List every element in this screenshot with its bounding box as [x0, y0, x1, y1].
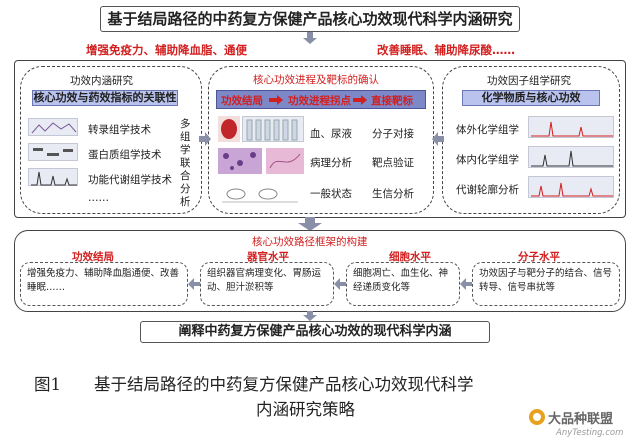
- watermark-text: 大品种联盟: [548, 412, 614, 427]
- animal-image: [218, 180, 304, 206]
- transcriptome-image: [28, 118, 78, 136]
- flow-arrow-1: [269, 95, 283, 105]
- flow-arrow-2: [353, 95, 367, 105]
- flow-step-3: 直接靶标: [371, 95, 413, 107]
- multi-omics-label: 多组学联合分析: [180, 118, 191, 208]
- center-row-1-right: 分子对接: [372, 128, 414, 140]
- left-panel-header: 核心功效与药效指标的关联性: [32, 90, 178, 106]
- left-item-4: ……: [88, 192, 109, 204]
- arrow-left-to-center: [199, 132, 211, 146]
- level-box-cell: 细胞凋亡、血生化、神经递质变化等: [346, 262, 460, 306]
- level-text-molecule: 功效因子与靶分子的结合、信号转导、信号串扰等: [479, 268, 613, 293]
- right-item-1: 体外化学组学: [456, 124, 519, 136]
- level-title-organ: 器官水平: [247, 251, 289, 263]
- top-title: 基于结局路径的中药复方保健产品核心功效现代科学内涵研究: [100, 6, 520, 32]
- center-row-3-left: 一般状态: [310, 188, 352, 200]
- urine-tubes-image: [242, 116, 304, 142]
- left-item-1: 转录组学技术: [88, 124, 151, 136]
- framework-title: 核心功效路径框架的构建: [252, 236, 368, 248]
- right-item-3: 代谢轮廓分析: [456, 184, 519, 196]
- left-panel-title: 功效内涵研究: [70, 75, 133, 87]
- center-row-2-right: 靶点验证: [372, 157, 414, 169]
- arrow-molecule-to-cell: [460, 278, 472, 290]
- level-box-organ: 组织器官病理变化、胃肠运动、胆汁淤积等: [200, 262, 334, 306]
- benefits-left: 增强免疫力、辅助降血脂、通便: [86, 43, 247, 57]
- tissue-image: [266, 148, 304, 174]
- level-box-molecule: 功效因子与靶分子的结合、信号转导、信号串扰等: [472, 262, 620, 306]
- center-row-1-left: 血、尿液: [310, 128, 352, 140]
- level-text-outcome: 增强免疫力、辅助降血脂通便、改善睡眠……: [27, 268, 180, 293]
- center-row-3-right: 生信分析: [372, 188, 414, 200]
- center-panel-title: 核心功效进程及靶标的确认: [253, 74, 379, 86]
- center-row-2-left: 病理分析: [310, 157, 352, 169]
- figure-caption-line2: 内涵研究策略: [256, 400, 355, 419]
- metabolic-profile-spectrum: [528, 176, 614, 198]
- blood-image: [218, 116, 240, 142]
- research-frame: [14, 60, 626, 218]
- arrow-right-to-center: [432, 132, 444, 146]
- metabolome-image: [28, 168, 78, 186]
- watermark-logo: [529, 409, 545, 425]
- level-text-cell: 细胞凋亡、血生化、神经递质变化等: [353, 268, 449, 293]
- in-vitro-spectrum: [528, 116, 614, 138]
- conclusion-banner: 阐释中药复方保健产品核心功效的现代科学内涵: [140, 321, 490, 343]
- level-text-organ: 组织器官病理变化、胃肠运动、胆汁淤积等: [207, 268, 322, 293]
- proteome-image: [28, 143, 78, 161]
- level-box-outcome: 增强免疫力、辅助降血脂通便、改善睡眠……: [20, 262, 188, 306]
- down-arrow-bottom: [303, 311, 317, 321]
- level-title-outcome: 功效结局: [72, 251, 114, 263]
- level-title-cell: 细胞水平: [389, 251, 431, 263]
- right-panel-header: 化学物质与核心功效: [462, 90, 600, 106]
- pathology-image: [218, 148, 262, 174]
- flow-step-2: 功效进程拐点: [288, 95, 351, 107]
- down-arrow-top: [303, 32, 317, 44]
- flow-step-1: 功效结局: [221, 95, 263, 107]
- left-item-2: 蛋白质组学技术: [88, 149, 162, 161]
- watermark-url: AnyTesting.com: [556, 428, 624, 438]
- right-item-2: 体内化学组学: [456, 154, 519, 166]
- down-arrow-middle: [298, 217, 322, 231]
- arrow-cell-to-organ: [334, 278, 346, 290]
- left-item-3: 功能代谢组学技术: [88, 174, 172, 186]
- right-panel-title: 功效因子组学研究: [487, 75, 571, 87]
- process-strip: [216, 90, 426, 109]
- level-title-molecule: 分子水平: [518, 251, 560, 263]
- figure-caption-line1: 基于结局路径的中药复方保健产品核心功效现代科学: [94, 375, 474, 394]
- framework-frame: [14, 230, 626, 312]
- left-panel: [20, 66, 202, 214]
- benefits-right: 改善睡眠、辅助降尿酸……: [377, 43, 515, 57]
- figure-caption-prefix: 图1: [34, 375, 61, 394]
- in-vivo-spectrum: [528, 146, 614, 168]
- arrow-organ-to-outcome: [188, 278, 200, 290]
